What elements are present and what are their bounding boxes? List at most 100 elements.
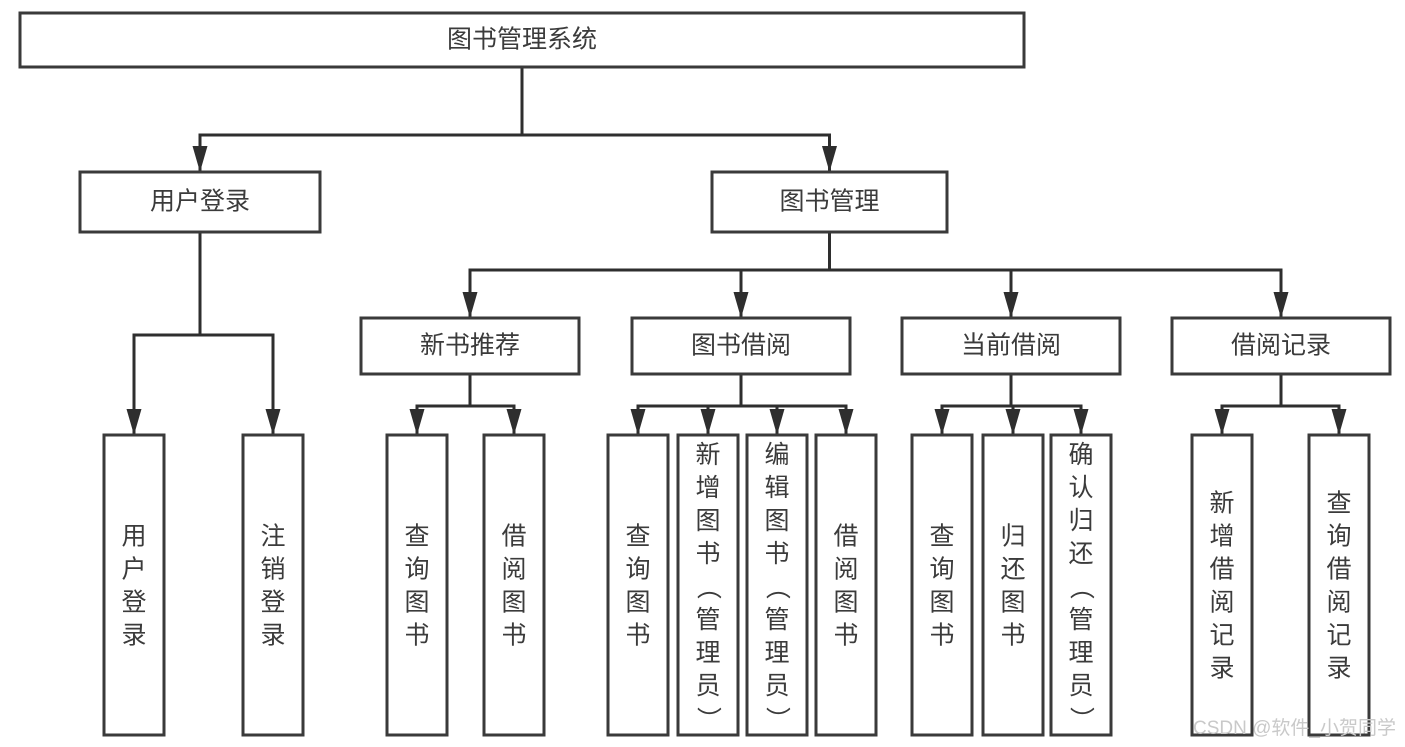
node-label-char: 借 <box>833 523 858 551</box>
node-box[interactable] <box>1049 433 1113 737</box>
node-box[interactable] <box>385 433 449 737</box>
node-box[interactable] <box>814 433 878 737</box>
node-label-char: ） <box>763 706 791 731</box>
arrow-head-icon <box>1005 409 1021 435</box>
node-label-char: 增 <box>1209 523 1234 551</box>
arrow-head-icon <box>733 292 749 318</box>
node-box[interactable] <box>745 433 809 737</box>
node-e59bbee4b9a6e7aea1e79086[interactable]: 图书管理 <box>710 170 949 234</box>
node-label-char: （ <box>763 574 791 599</box>
node-label: 新书推荐 <box>420 332 520 360</box>
node-box[interactable] <box>1170 316 1392 376</box>
arrow-head-icon <box>1003 292 1019 318</box>
node-e59bbee4b9a6e7aea1e79086[interactable]: 图书管理系统 <box>18 11 1026 69</box>
node-box[interactable] <box>981 433 1045 737</box>
node-box[interactable] <box>359 316 581 376</box>
node-label-char: 录 <box>1326 655 1351 683</box>
arrow-head-icon <box>769 409 785 435</box>
arrow-head-icon <box>838 409 854 435</box>
node-label-char: 增 <box>695 474 720 502</box>
node-box[interactable] <box>1190 433 1254 737</box>
node-box[interactable] <box>900 316 1122 376</box>
node-e5809fe99885e8aeb0e5bd95[interactable]: 借阅记录 <box>1170 316 1392 376</box>
node-label-char: 阅 <box>833 556 858 584</box>
node-label-char: 图 <box>501 589 526 617</box>
node-box[interactable] <box>710 170 949 234</box>
node-box[interactable] <box>910 433 974 737</box>
node-e5bd93e5898de5809fe99885[interactable]: 当前借阅 <box>900 316 1122 376</box>
node-box[interactable] <box>606 433 670 737</box>
node-box[interactable] <box>18 11 1026 69</box>
node-label-char: 新 <box>695 441 720 469</box>
node-label-char: 书 <box>764 540 789 568</box>
node-label-char: 登 <box>260 589 285 617</box>
arrow-head-icon <box>934 409 950 435</box>
node-label: 图书管理系统 <box>447 26 597 54</box>
node-box[interactable] <box>102 433 166 737</box>
node-box[interactable] <box>630 316 852 376</box>
node-label-char: 阅 <box>501 556 526 584</box>
node-layer: 图书管理系统用户登录用户登录注销登录图书管理新书推荐查询图书借阅图书图书借阅查询… <box>18 11 1392 737</box>
arrow-head-icon <box>265 409 281 435</box>
connector-layer <box>126 65 1347 437</box>
node-box[interactable] <box>1307 433 1371 737</box>
node-label-char: 借 <box>1326 556 1351 584</box>
node-box[interactable] <box>482 433 546 737</box>
node-label-char: 理 <box>1068 639 1093 667</box>
node-box[interactable] <box>78 170 322 234</box>
arrow-head-icon <box>192 146 208 172</box>
arrow-head-icon <box>1273 292 1289 318</box>
node-label-char: 书 <box>833 622 858 650</box>
node-label-char: 销 <box>260 556 285 584</box>
node-label-char: 书 <box>1000 622 1025 650</box>
node-label-char: 图 <box>695 507 720 535</box>
node-label-char: 管 <box>1068 606 1093 634</box>
node-label-char: 确 <box>1068 441 1093 469</box>
arrow-head-icon <box>126 409 142 435</box>
node-label-char: ） <box>1067 706 1095 731</box>
node-e794a8e688b7e799bbe5bd95[interactable]: 用户登录 <box>102 433 166 737</box>
node-label-char: 借 <box>501 523 526 551</box>
node-e696b0e4b9a6e68ea8e88d90[interactable]: 新书推荐 <box>359 316 581 376</box>
node-label: 借阅记录 <box>1231 332 1331 360</box>
node-box[interactable] <box>241 433 305 737</box>
node-label-char: 录 <box>121 622 146 650</box>
node-label-char: 登 <box>121 589 146 617</box>
node-e59bbee4b9a6e5809fe99885[interactable]: 图书借阅 <box>630 316 852 376</box>
node-label-char: 查 <box>625 523 650 551</box>
node-label-char: 询 <box>929 556 954 584</box>
arrow-head-icon <box>1214 409 1230 435</box>
arrow-head-icon <box>506 409 522 435</box>
node-label-char: 认 <box>1068 474 1093 502</box>
node-label-char: 记 <box>1209 622 1234 650</box>
node-box[interactable] <box>676 433 740 737</box>
node-label-char: 理 <box>695 639 720 667</box>
node-e794a8e688b7e799bbe5bd95[interactable]: 用户登录 <box>78 170 322 234</box>
node-label-char: 借 <box>1209 556 1234 584</box>
arrow-head-icon <box>1073 409 1089 435</box>
node-label-char: 辑 <box>764 474 789 502</box>
node-label-char: 新 <box>1209 490 1234 518</box>
node-label-char: 查 <box>404 523 429 551</box>
node-label-char: 归 <box>1068 507 1093 535</box>
node-label-char: 书 <box>501 622 526 650</box>
node-label-char: 注 <box>260 523 285 551</box>
node-label-char: 图 <box>404 589 429 617</box>
node-label-char: 书 <box>695 540 720 568</box>
node-label-char: 询 <box>1326 523 1351 551</box>
node-label-char: 书 <box>625 622 650 650</box>
